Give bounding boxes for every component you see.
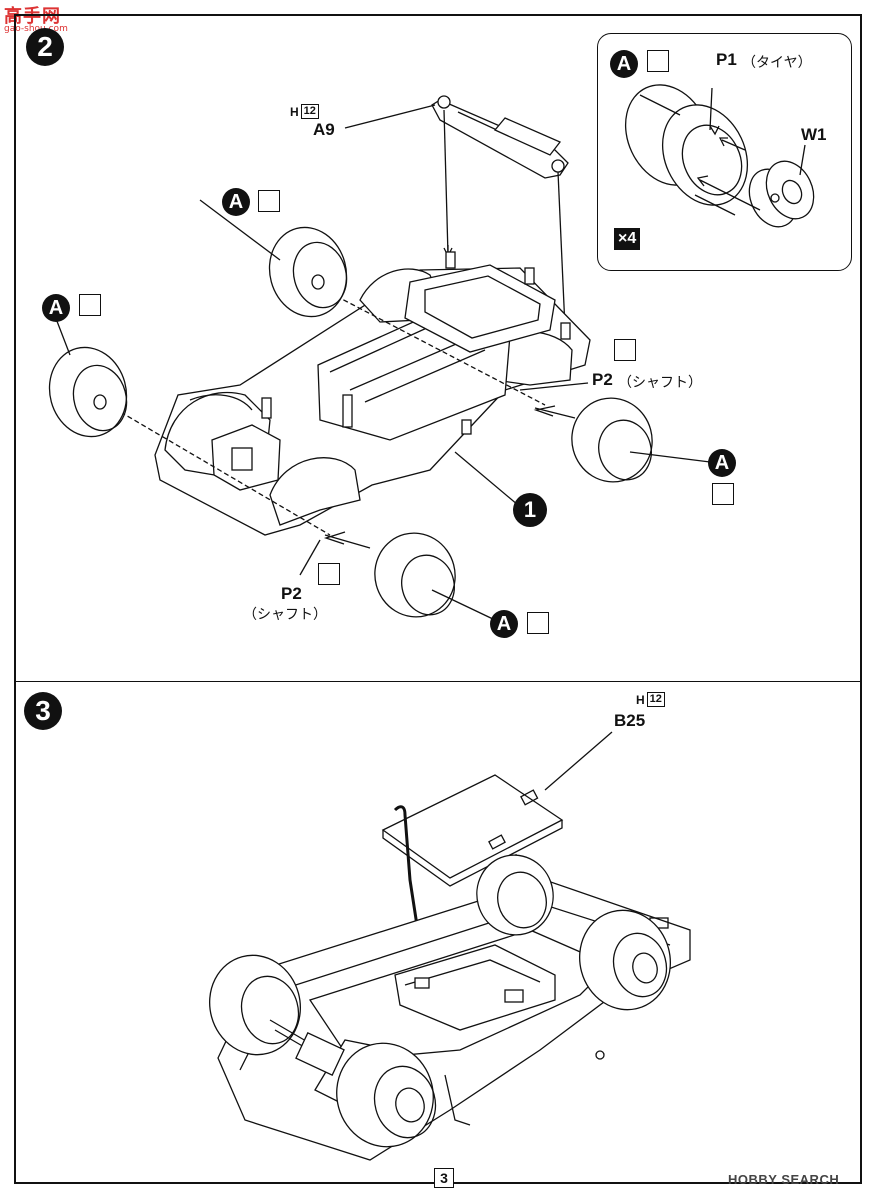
p2-shaft-label-bottom-jp: （シャフト） <box>243 606 327 622</box>
footer-brand: HOBBY SEARCH <box>728 1172 840 1187</box>
p1-tire-label: P1 <box>716 50 737 69</box>
inset-glue-marker-a: A <box>610 50 638 78</box>
glue-icon <box>647 50 669 72</box>
step-3-number: 3 <box>24 692 62 730</box>
wheel-assembly-inset <box>597 33 852 271</box>
p1-tire-label-jp: （タイヤ） <box>742 54 812 70</box>
glue-icon <box>614 339 636 361</box>
glue-icon <box>258 190 280 212</box>
part-ref-1: 1 <box>513 493 547 527</box>
glue-icon <box>527 612 549 634</box>
p2-shaft-label-jp: （シャフト） <box>618 374 702 390</box>
p2-shaft-label: P2 <box>592 370 613 389</box>
watermark-logo: 高手网 <box>4 6 61 27</box>
b25-label: B25 <box>614 711 646 730</box>
glue-marker-a: A <box>708 449 736 477</box>
page-number: 3 <box>434 1168 454 1188</box>
glue-marker-a: A <box>490 610 518 638</box>
p2-shaft-label-bottom: P2 <box>281 584 302 603</box>
step-divider <box>14 681 862 682</box>
glue-marker-a: A <box>222 188 250 216</box>
glue-icon <box>318 563 340 585</box>
quantity-badge: ×4 <box>614 228 641 250</box>
glue-icon <box>79 294 101 316</box>
glue-icon <box>712 483 734 505</box>
glue-marker-a: A <box>42 294 70 322</box>
w1-wheel-label: W1 <box>801 125 827 144</box>
step-2-number: 2 <box>26 28 64 66</box>
a9-label: A9 <box>313 120 335 139</box>
